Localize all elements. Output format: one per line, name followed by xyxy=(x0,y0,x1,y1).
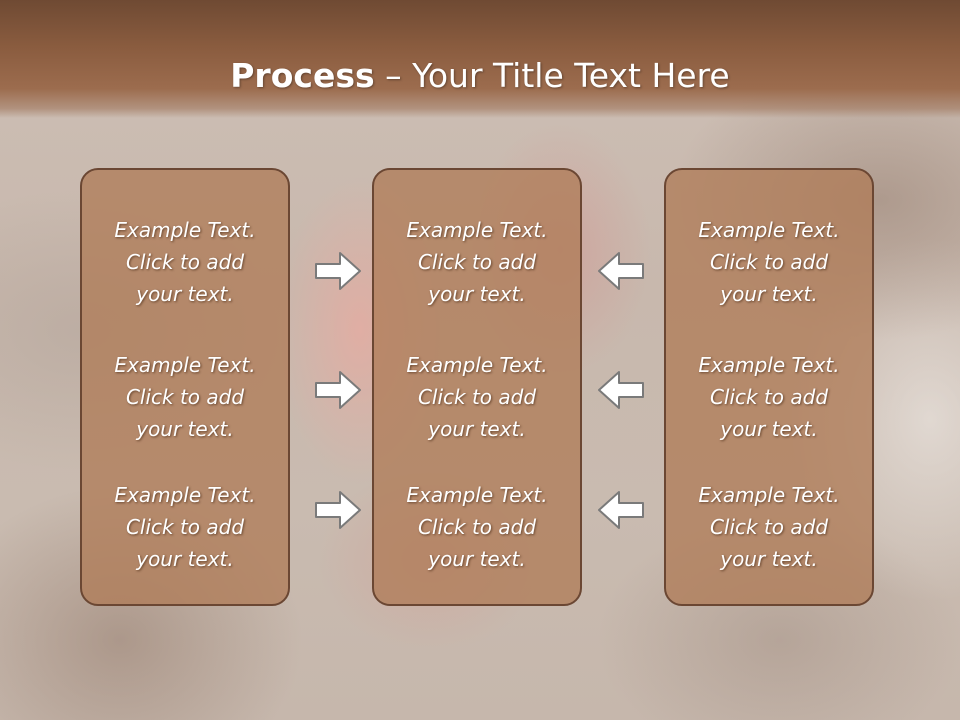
text-line: your text. xyxy=(136,417,234,441)
text-line: Click to add xyxy=(417,515,537,539)
text-line: Example Text. xyxy=(698,353,840,377)
text-line: Example Text. xyxy=(698,218,840,242)
text-line: your text. xyxy=(428,282,526,306)
text-block[interactable]: Example Text. Click to add your text. xyxy=(374,214,580,310)
text-line: your text. xyxy=(136,282,234,306)
text-line: your text. xyxy=(720,547,818,571)
process-box-1[interactable]: Example Text. Click to add your text. Ex… xyxy=(80,168,290,606)
text-block[interactable]: Example Text. Click to add your text. xyxy=(374,479,580,575)
arrow-right-icon xyxy=(315,491,361,529)
process-box-2[interactable]: Example Text. Click to add your text. Ex… xyxy=(372,168,582,606)
title-rest: Your Title Text Here xyxy=(412,56,730,95)
title-band xyxy=(0,0,960,118)
text-line: your text. xyxy=(720,417,818,441)
text-line: Example Text. xyxy=(406,353,548,377)
title-dash: – xyxy=(374,56,413,95)
arrow-left-icon xyxy=(598,252,644,290)
text-block[interactable]: Example Text. Click to add your text. xyxy=(666,479,872,575)
text-line: Example Text. xyxy=(406,218,548,242)
text-block[interactable]: Example Text. Click to add your text. xyxy=(82,479,288,575)
text-line: Click to add xyxy=(709,250,829,274)
text-line: Click to add xyxy=(125,250,245,274)
text-block[interactable]: Example Text. Click to add your text. xyxy=(666,214,872,310)
text-line: Example Text. xyxy=(698,483,840,507)
text-block[interactable]: Example Text. Click to add your text. xyxy=(82,349,288,445)
text-line: your text. xyxy=(428,547,526,571)
text-block[interactable]: Example Text. Click to add your text. xyxy=(374,349,580,445)
arrow-left-icon xyxy=(598,491,644,529)
text-line: Click to add xyxy=(417,250,537,274)
text-line: your text. xyxy=(428,417,526,441)
text-block[interactable]: Example Text. Click to add your text. xyxy=(666,349,872,445)
text-line: Example Text. xyxy=(114,483,256,507)
process-box-3[interactable]: Example Text. Click to add your text. Ex… xyxy=(664,168,874,606)
title-bold: Process xyxy=(230,56,375,95)
text-line: Example Text. xyxy=(114,218,256,242)
text-line: Example Text. xyxy=(114,353,256,377)
text-line: Click to add xyxy=(709,515,829,539)
text-line: your text. xyxy=(720,282,818,306)
text-block[interactable]: Example Text. Click to add your text. xyxy=(82,214,288,310)
text-line: your text. xyxy=(136,547,234,571)
text-line: Click to add xyxy=(125,515,245,539)
slide-title[interactable]: Process – Your Title Text Here xyxy=(0,48,960,104)
arrow-left-icon xyxy=(598,371,644,409)
text-line: Click to add xyxy=(417,385,537,409)
text-line: Click to add xyxy=(709,385,829,409)
arrow-right-icon xyxy=(315,371,361,409)
text-line: Example Text. xyxy=(406,483,548,507)
text-line: Click to add xyxy=(125,385,245,409)
arrow-right-icon xyxy=(315,252,361,290)
